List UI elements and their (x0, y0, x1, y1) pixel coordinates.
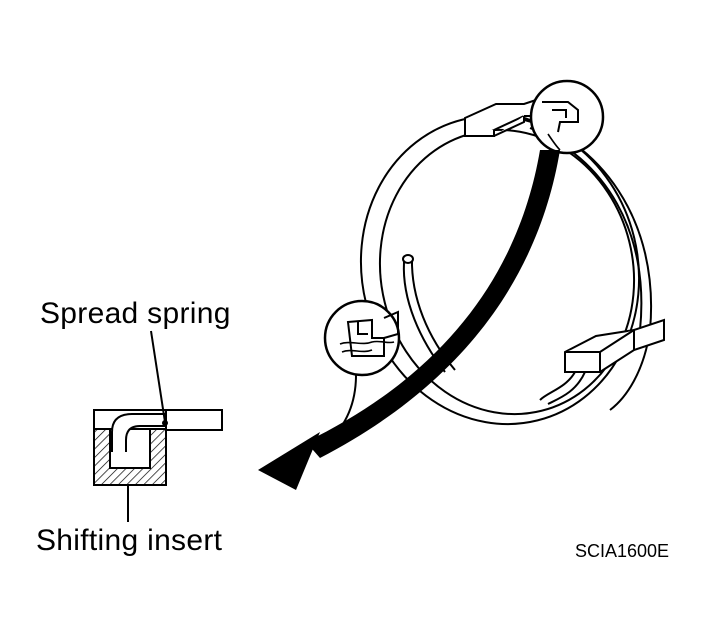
shifting-insert-section (93, 428, 167, 486)
shifting-insert-right (539, 318, 665, 405)
guide-lines (324, 149, 553, 446)
magnifier-circle-left (323, 299, 401, 377)
shifting-insert-label: Shifting insert (36, 524, 223, 557)
cross-section-detail (93, 330, 223, 522)
spread-spring-section (111, 413, 167, 452)
figure-code-label: SCIA1600E (575, 541, 670, 561)
callout-arrow (258, 150, 560, 490)
magnifier-circle-top (529, 79, 605, 155)
spread-spring-label: Spread spring (40, 297, 231, 330)
